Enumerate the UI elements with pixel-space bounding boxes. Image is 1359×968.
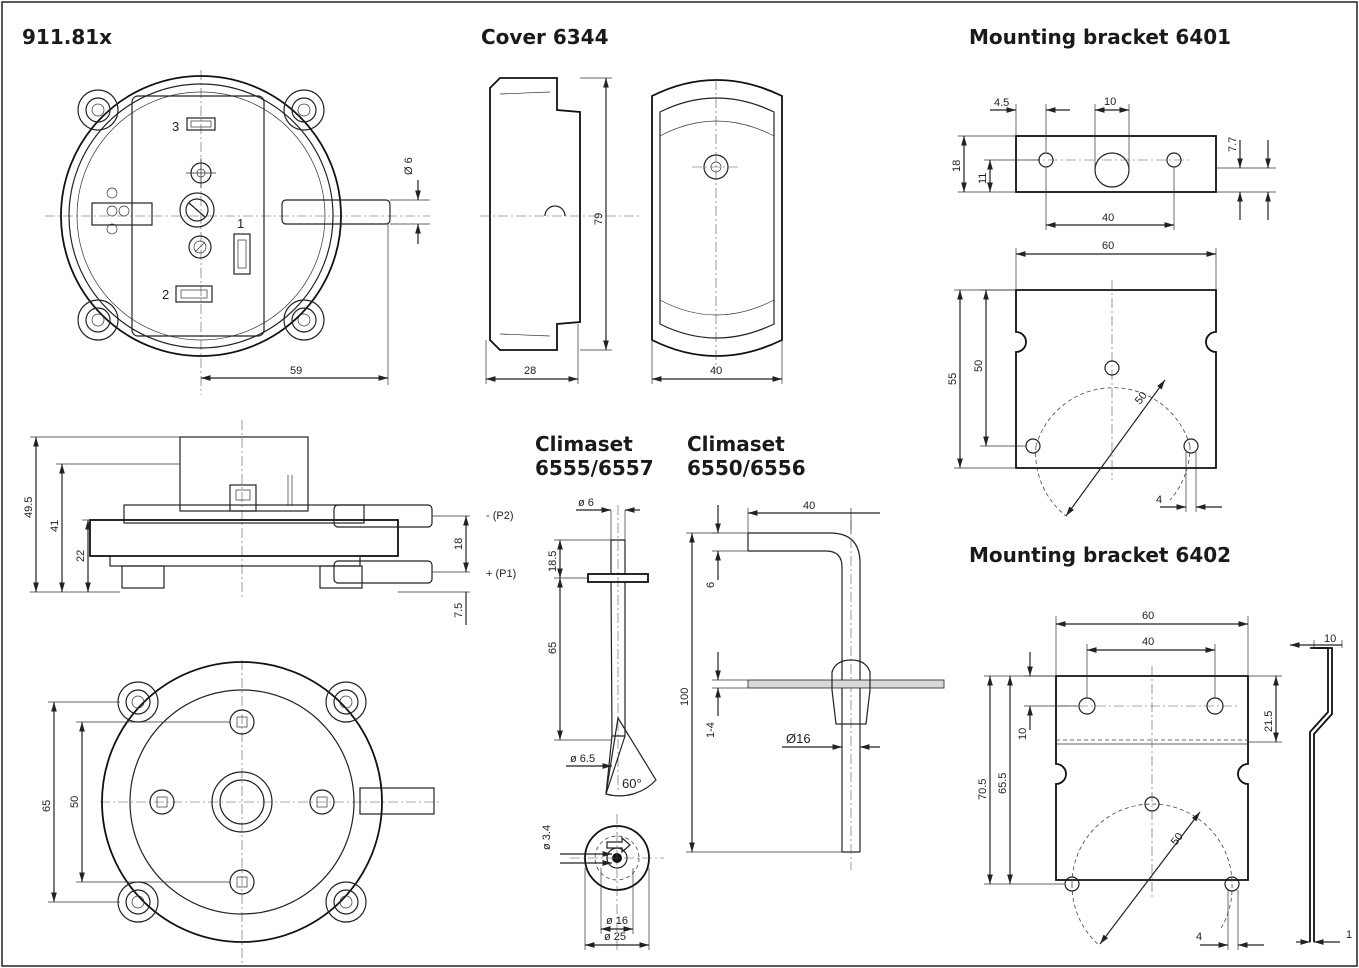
dim-inner-16: ø 16 <box>606 915 628 927</box>
dim-6401-50: 50 <box>973 360 985 372</box>
bracket-6402-front-view: 50 60 40 10 21.5 70.5 65.5 4 <box>977 610 1282 950</box>
dim-cover-79: 79 <box>593 213 605 225</box>
terminal-3-label: 3 <box>172 119 179 134</box>
dim-6402-40: 40 <box>1142 636 1154 648</box>
terminal-1-label: 1 <box>237 216 244 231</box>
dim-6402-21-5: 21.5 <box>1263 711 1275 732</box>
dim-6401-60: 60 <box>1102 240 1114 252</box>
title-mounting-bracket-6401: Mounting bracket 6401 <box>969 25 1231 49</box>
dim-6401-7-7: 7.7 <box>1227 137 1239 152</box>
switch-top-view: 3 1 2 59 Ø 6 <box>45 70 430 395</box>
bottom-hole-right <box>309 789 335 815</box>
dim-7-5: 7.5 <box>453 603 465 618</box>
dim-tube-6mm: ø 6 <box>578 497 594 509</box>
cover-side-view: 79 28 <box>480 77 640 384</box>
dim-6401-4-5: 4.5 <box>994 97 1009 109</box>
title-climaset-6550-line1: Climaset <box>687 432 785 456</box>
dim-hole-3-4: ø 3.4 <box>541 825 553 850</box>
dim-6401-4: 4 <box>1156 494 1162 506</box>
bracket-6401-front-view: 50 60 55 50 4 <box>947 240 1222 517</box>
pressure-tube <box>281 199 391 225</box>
bracket-6401-top-view: 4.5 10 18 11 7.7 40 <box>951 96 1276 230</box>
dim-6402-70-5: 70.5 <box>977 779 989 800</box>
terminal-1 <box>233 233 251 275</box>
dim-65-climaset: 65 <box>547 642 559 654</box>
cover-front-view: 40 <box>651 79 783 384</box>
climaset-6555-side-view: 60° ø 6 18.5 65 ø 6.5 <box>547 497 657 797</box>
dim-6550-40: 40 <box>803 500 815 512</box>
dim-6401-55: 55 <box>947 373 959 385</box>
dim-6550-16: Ø16 <box>786 731 811 746</box>
dim-6402-side-10: 10 <box>1324 633 1336 645</box>
dim-6550-100: 100 <box>679 688 691 706</box>
dim-6402-4: 4 <box>1196 931 1202 943</box>
climaset-6550-side-view: 40 6 100 1-4 Ø16 <box>679 500 945 870</box>
dim-6401-11: 11 <box>977 173 989 184</box>
dim-18-5: 18.5 <box>547 551 559 572</box>
mounting-ear-top-left <box>77 89 119 131</box>
climaset-6555-end-view: ø 3.4 ø 16 ø 25 <box>541 814 664 950</box>
setpoint-screw <box>179 192 215 228</box>
dim-6401-r50: 50 <box>1133 390 1150 407</box>
dim-50: 50 <box>69 796 81 808</box>
title-cover-6344: Cover 6344 <box>481 25 609 49</box>
dim-6550-1-4: 1-4 <box>705 722 717 738</box>
dim-18: 18 <box>453 538 465 550</box>
port-p2-label: - (P2) <box>486 510 514 522</box>
mounting-ear-bottom-right <box>283 299 325 341</box>
port-p1-label: + (P1) <box>486 568 516 580</box>
dim-outer-25: ø 25 <box>604 931 626 943</box>
dim-6402-1: 1 <box>1346 929 1352 941</box>
switch-bottom-view: 65 50 <box>41 660 440 965</box>
title-mounting-bracket-6402: Mounting bracket 6402 <box>969 543 1231 567</box>
mounting-ear-top-right <box>283 89 325 131</box>
dim-6401-40: 40 <box>1102 212 1114 224</box>
dim-22: 22 <box>75 550 87 562</box>
angle-60: 60° <box>622 776 642 791</box>
dim-tube-6: Ø 6 <box>403 157 415 175</box>
title-climaset-6550-line2: 6550/6556 <box>687 456 806 480</box>
switch-side-view: - (P2) + (P1) 49.5 41 22 18 7.5 <box>23 420 516 625</box>
dim-65: 65 <box>41 800 53 812</box>
dim-6402-60: 60 <box>1142 610 1154 622</box>
title-911-81x: 911.81x <box>22 25 112 49</box>
dim-6402-65-5: 65.5 <box>997 773 1009 794</box>
dim-tip-6-5: ø 6.5 <box>570 753 595 765</box>
terminal-3 <box>186 117 216 131</box>
dim-6550-6: 6 <box>705 582 717 588</box>
bottom-hole-left <box>149 789 175 815</box>
mounting-ear-bottom-left <box>77 299 119 341</box>
dim-6401-10: 10 <box>1104 96 1116 108</box>
title-climaset-6555-line1: Climaset <box>535 432 633 456</box>
bracket-6402-side-view: 10 1 <box>1290 633 1352 945</box>
dim-cover-40: 40 <box>710 365 722 377</box>
port-p2 <box>333 504 433 528</box>
dim-41: 41 <box>49 520 61 532</box>
dim-6402-r50: 50 <box>1169 831 1186 848</box>
dim-6402-10: 10 <box>1017 728 1029 740</box>
dim-49-5: 49.5 <box>23 497 35 518</box>
dim-59: 59 <box>290 365 302 377</box>
terminal-2 <box>175 285 213 303</box>
dim-cover-28: 28 <box>524 365 536 377</box>
port-p1 <box>333 560 433 584</box>
terminal-2-label: 2 <box>162 287 169 302</box>
dim-6401-18: 18 <box>951 160 963 172</box>
title-climaset-6555-line2: 6555/6557 <box>535 456 654 480</box>
